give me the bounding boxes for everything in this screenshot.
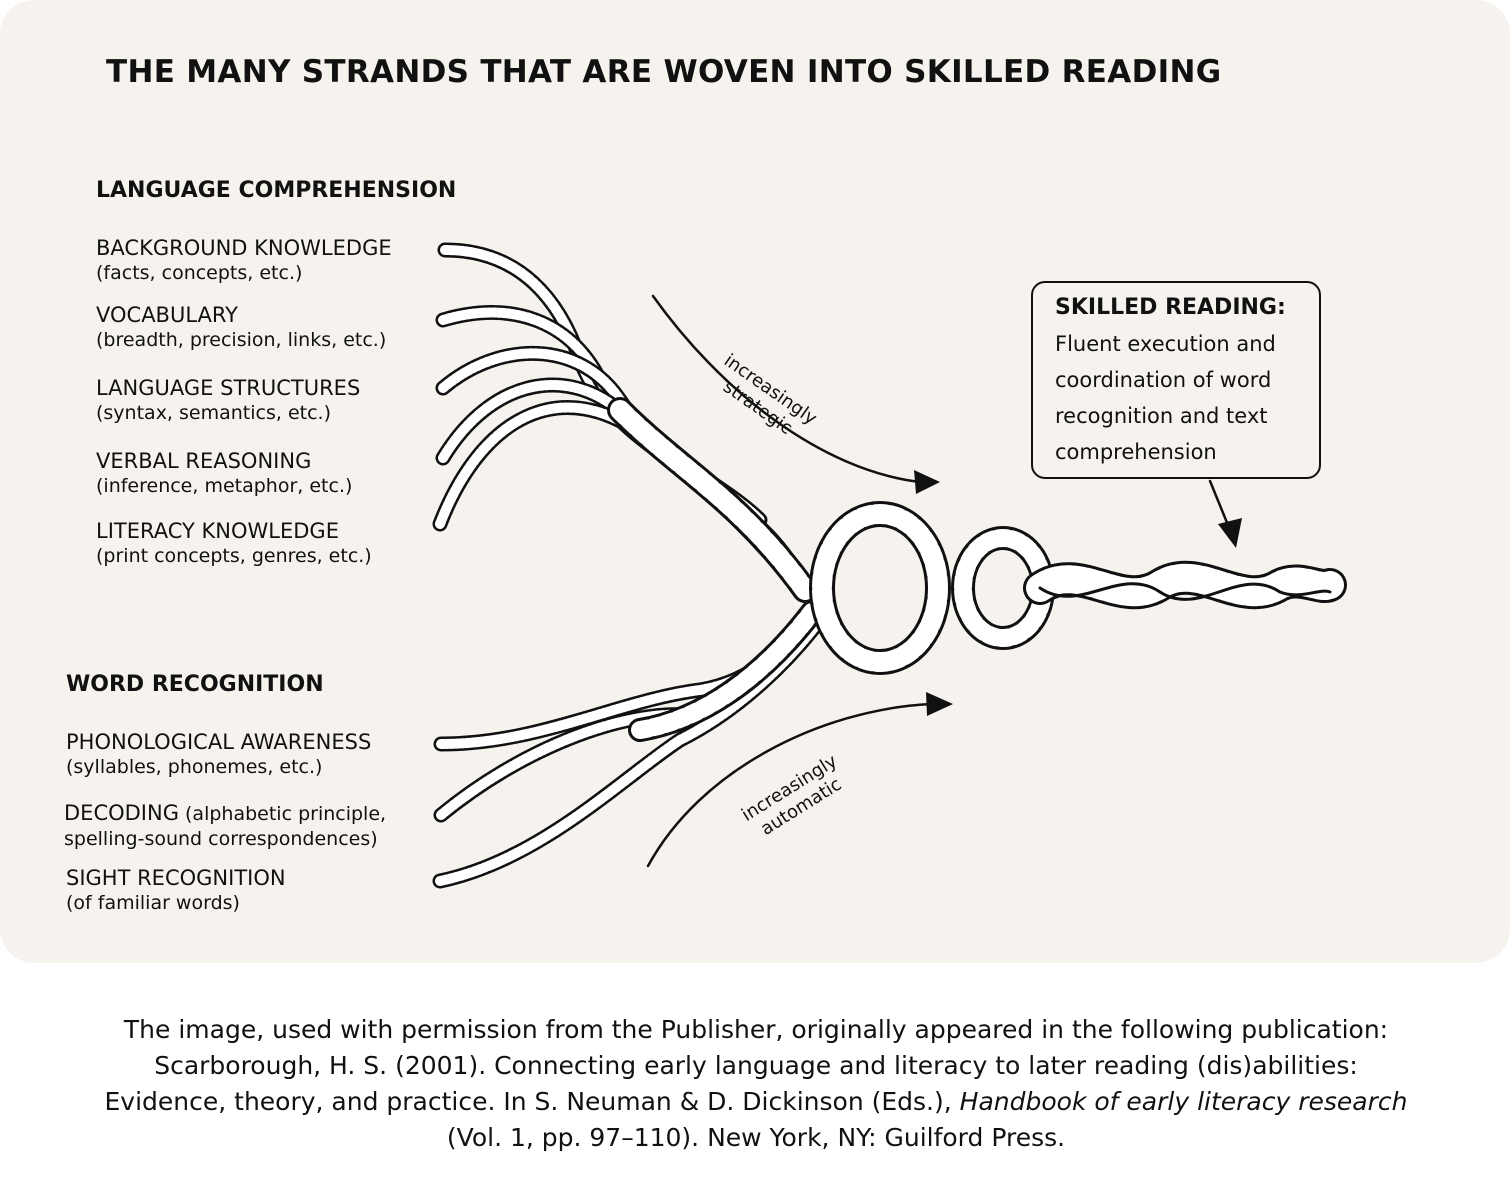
automatic-arrowhead [926, 692, 953, 716]
caption-line-3: Evidence, theory, and practice. In S. Ne… [20, 1084, 1492, 1120]
citation-caption: The image, used with permission from the… [20, 1012, 1492, 1156]
callout-arrowhead [1218, 518, 1242, 548]
upper-strands [440, 250, 805, 590]
caption-line-4: (Vol. 1, pp. 97–110). New York, NY: Guil… [20, 1120, 1492, 1156]
merged-rope [822, 514, 1330, 662]
caption-line-3-text: Evidence, theory, and practice. In S. Ne… [104, 1087, 959, 1116]
caption-book-title: Handbook of early literacy research [960, 1087, 1408, 1116]
skilled-reading-line-2: coordination of word [1055, 362, 1305, 398]
skilled-reading-line-4: comprehension [1055, 434, 1305, 470]
strategic-arrowhead [914, 470, 940, 494]
skilled-reading-line-1: Fluent execution and [1055, 326, 1305, 362]
skilled-reading-heading: SKILLED READING: [1055, 295, 1305, 320]
skilled-reading-callout: SKILLED READING: Fluent execution and co… [1031, 281, 1321, 479]
caption-line-2: Scarborough, H. S. (2001). Connecting ea… [20, 1048, 1492, 1084]
caption-line-1: The image, used with permission from the… [20, 1012, 1492, 1048]
skilled-reading-line-3: recognition and text [1055, 398, 1305, 434]
